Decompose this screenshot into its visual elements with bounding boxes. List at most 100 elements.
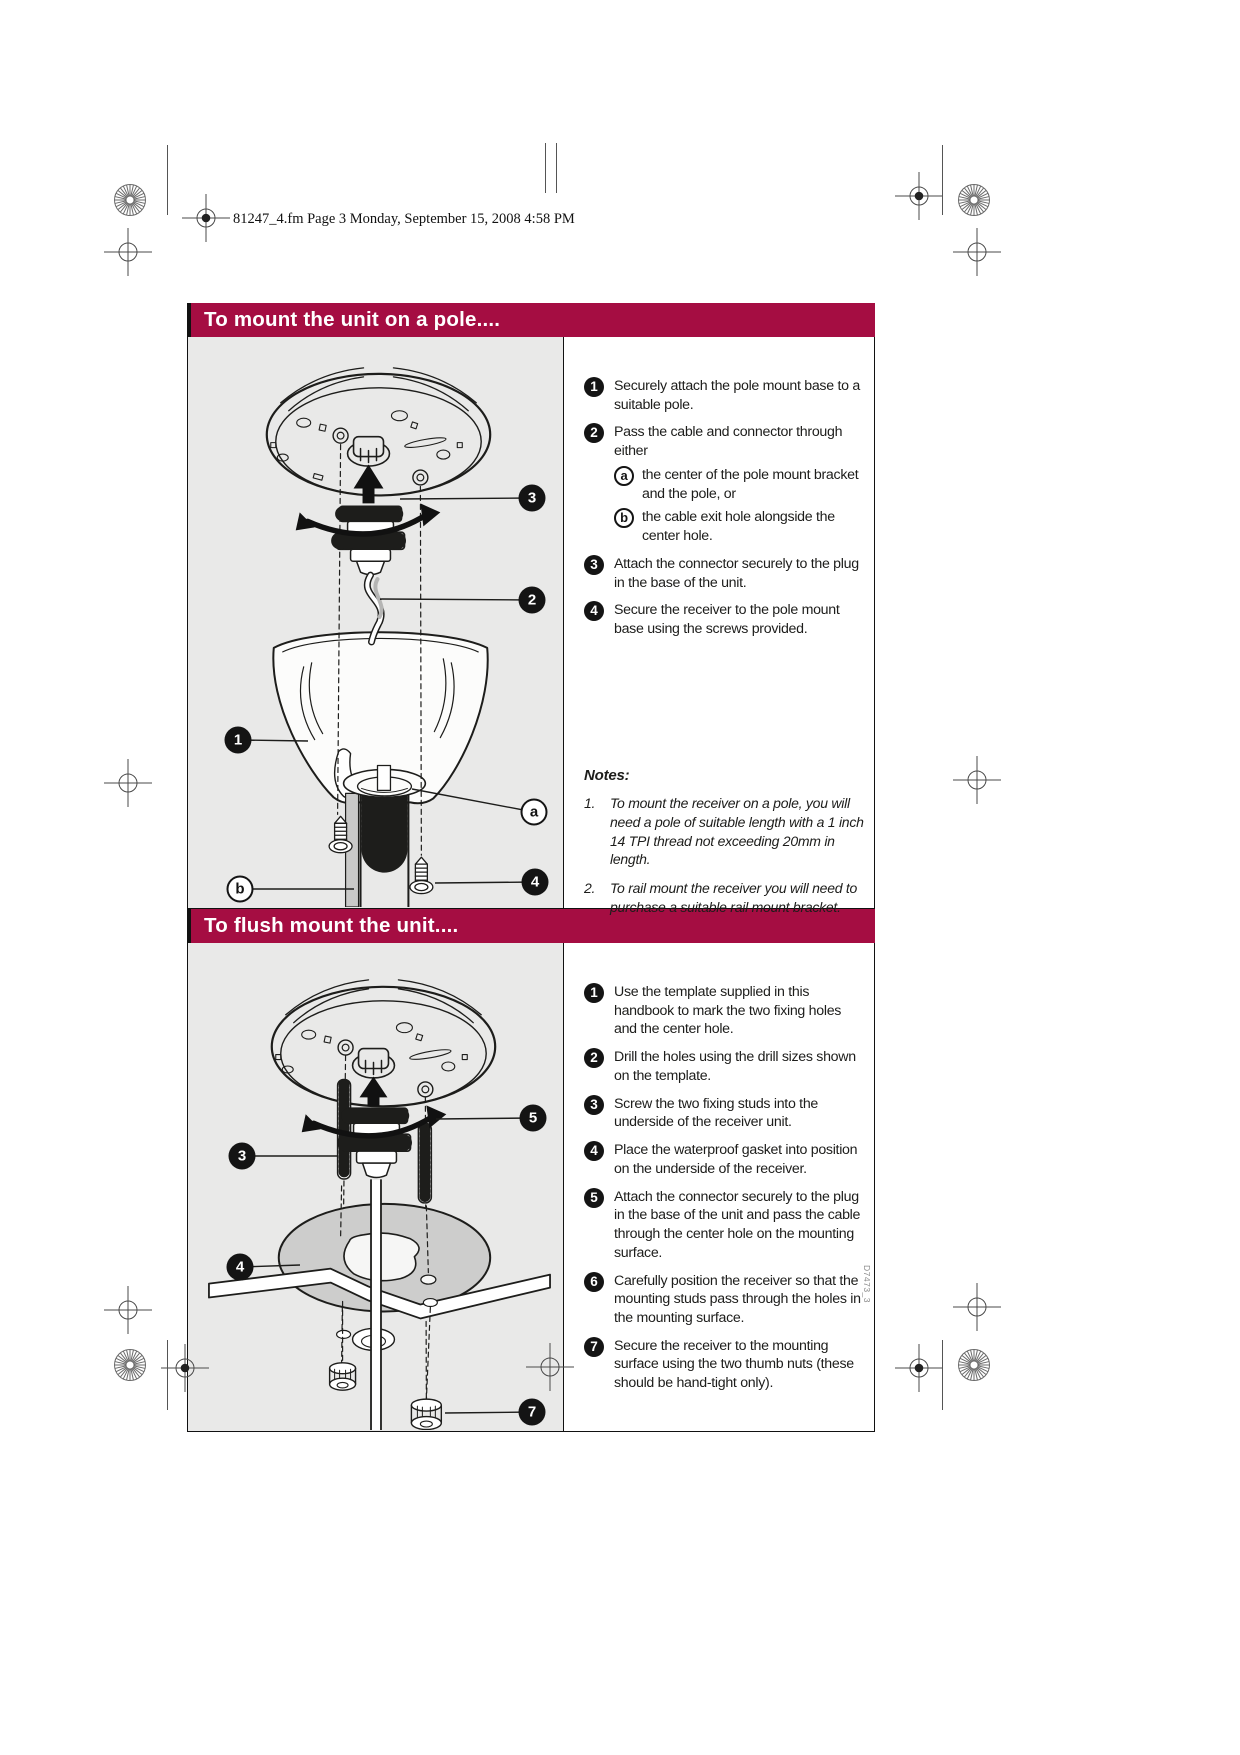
instruction-step: 1 Use the template supplied in this handb… bbox=[584, 983, 864, 1039]
step-number-badge: 2 bbox=[584, 1048, 604, 1069]
instruction-step: 2 Pass the cable and connector through ei… bbox=[584, 423, 864, 545]
section-header-pole-mount: To mount the unit on a pole.... bbox=[187, 303, 875, 337]
note-text: To rail mount the receiver you will need… bbox=[610, 880, 858, 916]
alignment-dashed-line bbox=[337, 444, 342, 815]
step-text-line: Place the waterproof gasket into positio… bbox=[614, 1142, 858, 1177]
instruction-step: 4 Secure the receiver to the pole mount b… bbox=[584, 601, 864, 638]
step-text-line: Attach the connector securely to the plu… bbox=[614, 555, 859, 591]
step-number-badge: 3 bbox=[584, 1094, 604, 1115]
step-text-line: Screw the two fixing studs into the unde… bbox=[614, 1095, 818, 1131]
sub-step-letter-badge: b bbox=[614, 508, 634, 529]
gasket-illustration bbox=[277, 1202, 492, 1313]
cable-illustration bbox=[370, 1179, 382, 1430]
sub-step-text: the center of the pole mount bracket and… bbox=[642, 466, 859, 502]
step-number-badge: 3 bbox=[584, 554, 604, 575]
instruction-step: 5 Attach the connector securely to the pl… bbox=[584, 1187, 864, 1263]
step-text: Carefully position the receiver so that … bbox=[614, 1272, 864, 1328]
rotation-arrow bbox=[304, 512, 429, 537]
callout-7: 7 bbox=[518, 1398, 546, 1426]
note-number: 1. bbox=[584, 794, 596, 811]
print-crosshair-mark bbox=[104, 759, 152, 807]
step-text: Place the waterproof gasket into positio… bbox=[614, 1141, 864, 1178]
print-crosshair-mark bbox=[953, 228, 1001, 276]
rotation-arrow-head bbox=[301, 1114, 321, 1133]
instructions-panel: 1 Securely attach the pole mount base to … bbox=[564, 337, 874, 915]
step-text-line: Secure the receiver to the mounting surf… bbox=[614, 1337, 854, 1392]
print-starburst-mark bbox=[114, 184, 146, 216]
callout-3: 3 bbox=[518, 484, 546, 512]
step-number-badge: 5 bbox=[584, 1187, 604, 1208]
page-header-line: 81247_4.fm Page 3 Monday, September 15, … bbox=[233, 211, 575, 227]
step-text: Attach the connector securely to the plu… bbox=[614, 555, 864, 592]
note-item: 1.To mount the receiver on a pole, you w… bbox=[584, 794, 864, 870]
pole-illustration bbox=[342, 764, 427, 907]
sub-step-text: the cable exit hole alongside the center… bbox=[642, 509, 835, 545]
callout-5: 5 bbox=[519, 1104, 547, 1132]
print-starburst-mark bbox=[958, 184, 990, 216]
insert-arrow bbox=[359, 1076, 388, 1107]
print-crosshair-mark bbox=[104, 228, 152, 276]
step-number-badge: 2 bbox=[584, 423, 604, 444]
instruction-step: 4 Place the waterproof gasket into positi… bbox=[584, 1141, 864, 1178]
step-text-line: Use the template supplied in this handbo… bbox=[614, 984, 842, 1038]
step-text-line: Drill the holes using the drill sizes sh… bbox=[614, 1049, 856, 1084]
figure-reference: D7473_3 bbox=[862, 1265, 872, 1304]
step-number-badge: 1 bbox=[584, 377, 604, 397]
print-trim-line bbox=[942, 145, 943, 215]
cable-illustration bbox=[363, 571, 385, 646]
step-text: Screw the two fixing studs into the unde… bbox=[614, 1095, 864, 1132]
manual-panel: To mount the unit on a pole.... bbox=[187, 303, 875, 1432]
instruction-step: 1 Securely attach the pole mount base to … bbox=[584, 377, 864, 414]
rotation-arrow bbox=[310, 1114, 435, 1139]
instruction-steps: 1 Securely attach the pole mount base to … bbox=[584, 377, 864, 639]
print-registration-mark bbox=[895, 1344, 943, 1392]
step-number-badge: 1 bbox=[584, 983, 604, 1003]
instruction-steps: 1 Use the template supplied in this handb… bbox=[584, 983, 864, 1393]
thumb-nut-illustration bbox=[410, 1398, 443, 1430]
instructions-panel: 1 Use the template supplied in this handb… bbox=[564, 943, 874, 1431]
step-text-line: Pass the cable and connector through eit… bbox=[614, 424, 843, 460]
notes: Notes:1.To mount the receiver on a pole,… bbox=[584, 767, 864, 917]
step-number-badge: 4 bbox=[584, 1141, 604, 1162]
flush-mount-diagram bbox=[208, 979, 551, 1430]
rotation-arrow-head bbox=[420, 503, 441, 527]
print-registration-mark bbox=[182, 194, 230, 242]
step-text-line: Secure the receiver to the pole mount ba… bbox=[614, 602, 840, 638]
receiver-underside-illustration bbox=[265, 367, 492, 497]
step-text-line: Attach the connector securely to the plu… bbox=[614, 1188, 861, 1261]
screw-illustration bbox=[328, 815, 353, 854]
print-trim-line bbox=[556, 143, 557, 193]
rotation-arrow-head bbox=[295, 512, 315, 531]
step-number-badge: 6 bbox=[584, 1271, 604, 1292]
print-trim-line bbox=[942, 1340, 943, 1410]
callout-4: 4 bbox=[521, 868, 549, 896]
section-header-flush-mount: To flush mount the unit.... bbox=[187, 909, 875, 943]
alignment-dashed-line bbox=[339, 1185, 431, 1401]
step-number-badge: 4 bbox=[584, 601, 604, 622]
step-text-line: Carefully position the receiver so that … bbox=[614, 1272, 861, 1327]
callout-4: 4 bbox=[226, 1253, 254, 1281]
instruction-step: 6 Carefully position the receiver so that… bbox=[584, 1271, 864, 1328]
callout-2: 2 bbox=[518, 586, 546, 614]
step-text: Drill the holes using the drill sizes sh… bbox=[614, 1048, 864, 1085]
instruction-step: 3 Attach the connector securely to the pl… bbox=[584, 554, 864, 592]
connector-illustration bbox=[331, 505, 410, 576]
print-trim-line bbox=[167, 1340, 168, 1410]
print-registration-mark bbox=[895, 172, 943, 220]
step-text: Secure the receiver to the pole mount ba… bbox=[614, 601, 864, 638]
note-number: 2. bbox=[584, 880, 596, 897]
print-crosshair-mark bbox=[953, 756, 1001, 804]
section-pole-mount: 3 2 1 a b 4 1 Securely attach the pole mount b… bbox=[187, 337, 875, 915]
connector-illustration bbox=[337, 1107, 416, 1179]
print-starburst-mark bbox=[114, 1349, 146, 1381]
threaded-stud-illustration bbox=[336, 1078, 352, 1180]
callout-a: a bbox=[520, 798, 548, 826]
print-starburst-mark bbox=[958, 1349, 990, 1381]
step-text: Securely attach the pole mount base to a… bbox=[614, 377, 864, 414]
step-text: Pass the cable and connector through eit… bbox=[614, 423, 864, 545]
